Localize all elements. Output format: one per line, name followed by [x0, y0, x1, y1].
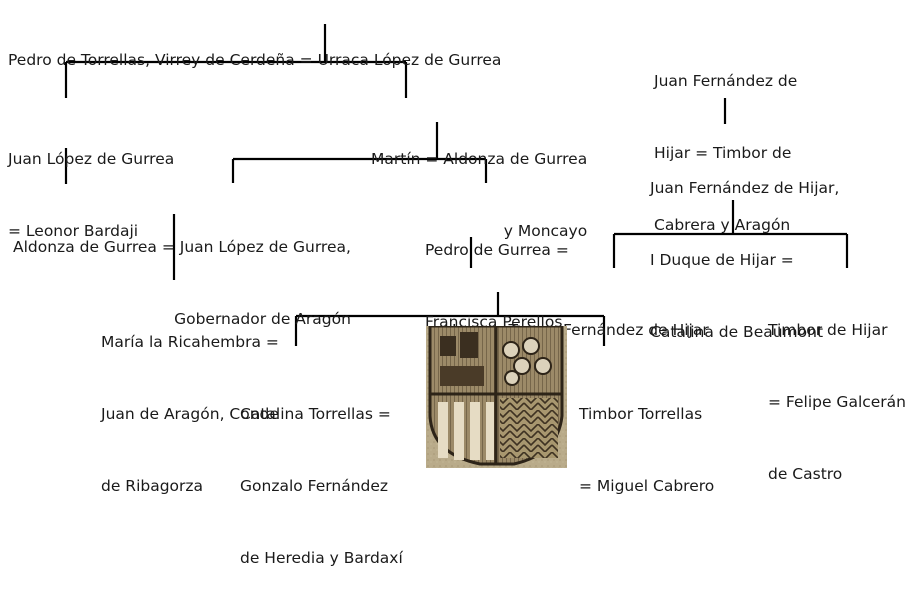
node-catalina-gonzalo: Catalina Torrellas = Gonzalo Fernández d…	[240, 354, 403, 594]
node-line: = Miguel Cabrero	[579, 477, 715, 495]
node-timbor-felipe: Timbor de Hijar = Felipe Galcerán de Cas…	[768, 270, 906, 510]
node-line: Juan López de Gurrea	[8, 150, 175, 168]
node-juanfh-timbor: Juan Fernández de Hijar = Timbor de Cabr…	[654, 21, 797, 261]
node-line: Catalina de Beaumont	[650, 323, 824, 341]
node-line: Cabrera y Aragón	[654, 216, 791, 234]
node-line: Pedro de Gurrea =	[425, 241, 569, 259]
coat-of-arms-image	[426, 326, 567, 468]
node-line: = Leonor Bardaji	[8, 222, 139, 240]
node-timbor-miguel: Timbor Torrellas = Miguel Cabrero	[579, 354, 714, 522]
node-line: y Moncayo	[503, 222, 588, 240]
node-line: Hijar = Timbor de	[654, 144, 792, 162]
node-line: Timbor Torrellas	[579, 405, 703, 423]
node-martin-aldonza: Martín = Aldonza de Gurrea y Moncayo	[371, 99, 587, 267]
node-line: Pedro de Torrellas, Virrey de Cerdeña = …	[8, 51, 502, 69]
node-line: Gobernador de Aragón	[174, 310, 351, 328]
node-line: Juan de Aragón, Conde	[101, 405, 279, 423]
node-aldonza-juan: Aldonza de Gurrea = Juan López de Gurrea…	[13, 187, 351, 355]
node-line: Martín = Aldonza de Gurrea	[371, 150, 588, 168]
node-juan-leonor: Juan López de Gurrea = Leonor Bardaji	[8, 99, 174, 267]
node-line: Juan Fernández de Hijar,	[650, 179, 840, 197]
node-line: Gonzalo Fernández	[240, 477, 389, 495]
node-juanfh-catalina: Juan Fernández de Hijar, I Duque de Hija…	[650, 128, 839, 368]
node-line: de Castro	[768, 465, 843, 483]
node-line: Aldonza de Gurrea = Juan López de Gurrea…	[13, 238, 351, 256]
node-line: Juan Fernández de	[654, 72, 798, 90]
node-line: Timbor de Hijar	[768, 321, 888, 339]
node-line: I Duque de Hijar =	[650, 251, 794, 269]
node-line: María la Ricahembra =	[101, 333, 279, 351]
node-line: = Felipe Galcerán	[768, 393, 907, 411]
connector-lines	[64, 24, 849, 346]
node-line: Catalina Torrellas =	[240, 405, 391, 423]
node-line: de Heredia y Bardaxí	[240, 549, 403, 567]
node-pedro-urraca: Pedro de Torrellas, Virrey de Cerdeña = …	[8, 0, 501, 96]
